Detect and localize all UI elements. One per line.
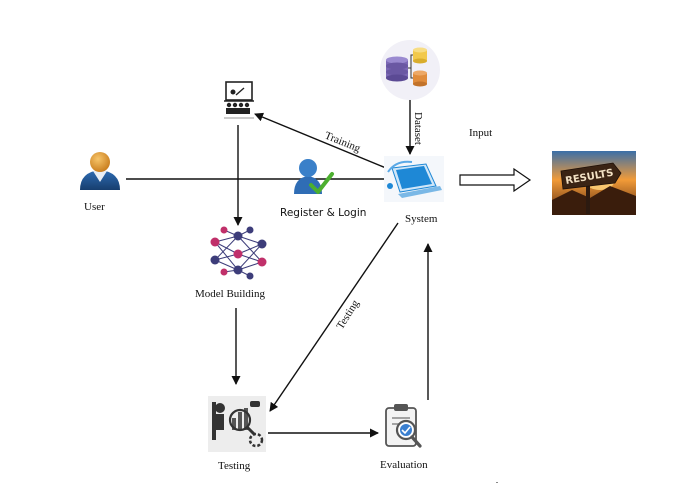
stray-mark (496, 482, 498, 483)
edge-system-training (254, 112, 387, 169)
node-testing: Testing (208, 396, 266, 472)
node-system: System (384, 156, 444, 225)
register-login-label: Register & Login (280, 207, 366, 219)
node-results: RESULTS (552, 151, 636, 215)
dataset-database-icon (380, 40, 440, 100)
node-dataset (380, 40, 440, 100)
node-register-login: Register & Login (280, 159, 366, 219)
edge-label-dataset: Dataset (412, 112, 424, 145)
evaluation-label: Evaluation (380, 459, 428, 471)
node-model-building: Model Building (195, 226, 267, 300)
node-training (224, 81, 254, 119)
node-evaluation: Evaluation (380, 404, 428, 471)
hollow-output-arrow (459, 167, 532, 193)
register-login-icon (294, 159, 334, 194)
user-icon (80, 152, 120, 190)
neural-network-icon (210, 226, 267, 280)
edge-label-training: Training (323, 130, 363, 155)
results-signpost-icon: RESULTS (552, 151, 636, 215)
evaluation-clipboard-icon (385, 404, 422, 448)
system-label: System (405, 213, 438, 225)
model-building-label: Model Building (195, 288, 265, 300)
user-label: User (84, 201, 105, 213)
testing-label: Testing (218, 460, 251, 472)
edge-label-input: Input (469, 127, 492, 139)
training-presentation-icon (224, 81, 254, 119)
edges (126, 98, 433, 438)
edge-system-testing (269, 222, 399, 412)
edge-label-testing-diagonal: Testing (334, 297, 362, 331)
system-computer-icon (384, 156, 444, 202)
node-user: User (80, 152, 120, 213)
testing-analysis-icon (208, 396, 266, 452)
